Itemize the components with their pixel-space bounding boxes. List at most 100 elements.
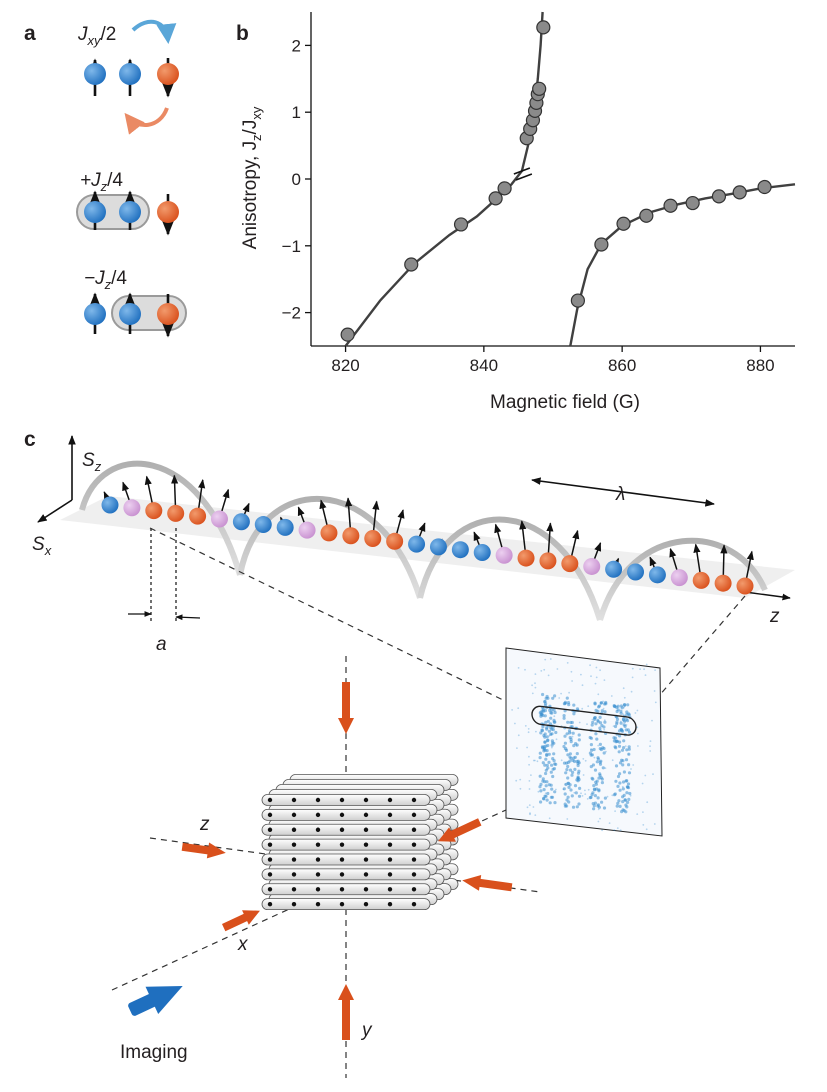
atom-density-dot <box>621 795 625 799</box>
tube-atom <box>267 812 273 818</box>
atom-density-dot <box>603 710 607 714</box>
background-dot <box>637 745 639 747</box>
atom-density-dot <box>600 800 604 804</box>
tube-atom <box>387 887 393 892</box>
background-dot <box>625 724 628 726</box>
atom-density-dot <box>577 794 582 798</box>
tube-atom <box>315 797 321 803</box>
background-dot <box>517 667 520 669</box>
atom-density-dot <box>597 704 602 708</box>
tube-atom <box>411 827 417 832</box>
background-dot <box>603 679 606 681</box>
spin-chain <box>101 474 754 595</box>
background-dot <box>631 676 634 679</box>
spin-site <box>210 510 228 528</box>
tube-atom <box>339 797 345 803</box>
background-dot <box>534 673 537 675</box>
tube-atom <box>339 872 345 877</box>
background-dot <box>599 669 601 672</box>
tube-atom <box>291 842 297 847</box>
atom-density-dot <box>564 747 568 751</box>
background-dot <box>544 658 547 661</box>
background-dot <box>516 747 518 749</box>
atom-density-dot <box>542 788 546 792</box>
background-dot <box>580 792 582 795</box>
background-dot <box>527 731 530 734</box>
tube-atom <box>387 827 393 832</box>
atom-density-dot <box>616 774 621 779</box>
atom-density-dot <box>622 770 627 774</box>
spin-blue <box>119 303 141 325</box>
axis-break-mark <box>515 173 533 181</box>
sx-label: Sx <box>32 534 52 558</box>
atom-density-dot <box>603 796 608 800</box>
panel-a-letter: a <box>24 22 36 45</box>
background-dot <box>582 758 585 760</box>
atom-density-dot <box>568 736 572 740</box>
lattice-tube <box>261 838 431 851</box>
atom-density-dot <box>589 743 594 747</box>
atom-density-dot <box>615 717 620 722</box>
hop-forward-arrow-icon <box>131 19 177 44</box>
tube-atom <box>315 887 321 892</box>
tube-atom <box>387 857 393 862</box>
atom-density-dot <box>565 768 569 772</box>
background-dot <box>631 667 634 670</box>
x-tick-label: 840 <box>470 356 498 375</box>
spin-blue <box>84 201 106 223</box>
spin-row-plus <box>76 190 179 236</box>
background-dot <box>515 779 518 782</box>
data-point <box>340 327 355 342</box>
atom-density-dot <box>621 808 625 812</box>
atom-density-dot <box>543 794 547 798</box>
atom-density-dot <box>553 790 557 794</box>
atom-density-dot <box>594 722 598 726</box>
atom-density-dot <box>563 792 567 796</box>
background-dot <box>529 813 531 816</box>
atom-density-dot <box>599 759 603 763</box>
background-dot <box>519 787 522 790</box>
background-dot <box>601 829 603 832</box>
spin-row-minus <box>84 292 187 338</box>
spin-site <box>495 546 513 564</box>
background-dot <box>610 695 613 697</box>
background-dot <box>573 791 576 794</box>
atom-density-dot <box>567 703 571 707</box>
atom-density-dot <box>628 791 632 796</box>
background-dot <box>555 788 557 791</box>
hop-label: Jxy/2 <box>77 24 116 48</box>
hop-back-arrow-icon <box>124 107 169 135</box>
background-dot <box>584 793 587 795</box>
atom-density-dot <box>544 784 548 788</box>
atom-density-dot <box>565 732 569 736</box>
atom-density-dot <box>553 710 557 715</box>
background-dot <box>643 668 645 671</box>
spin-site <box>714 574 732 592</box>
background-dot <box>517 734 520 737</box>
spin-site <box>167 504 185 522</box>
data-point <box>532 81 547 96</box>
helix-arc <box>237 495 423 599</box>
atom-density-dot <box>562 787 566 791</box>
background-dot <box>614 739 617 741</box>
atom-density-dot <box>567 785 571 790</box>
spin-site <box>276 518 294 536</box>
background-dot <box>534 759 536 762</box>
atom-density-dot <box>541 713 545 718</box>
atom-density-dot <box>601 766 605 770</box>
atom-density-dot <box>575 752 579 756</box>
tube-atom <box>267 827 273 832</box>
atom-density-dot <box>615 720 619 724</box>
data-point <box>404 257 419 272</box>
spin-site <box>451 541 469 559</box>
background-dot <box>529 812 531 815</box>
x-axis-label: Magnetic field (G) <box>490 392 640 413</box>
atom-density-dot <box>549 795 554 799</box>
atom-density-dot <box>544 771 548 776</box>
tube-atom <box>411 887 417 892</box>
atom-density-dot <box>568 768 573 772</box>
spin-site <box>364 530 382 548</box>
tube-atom <box>339 857 345 862</box>
spin-helix <box>79 460 768 621</box>
